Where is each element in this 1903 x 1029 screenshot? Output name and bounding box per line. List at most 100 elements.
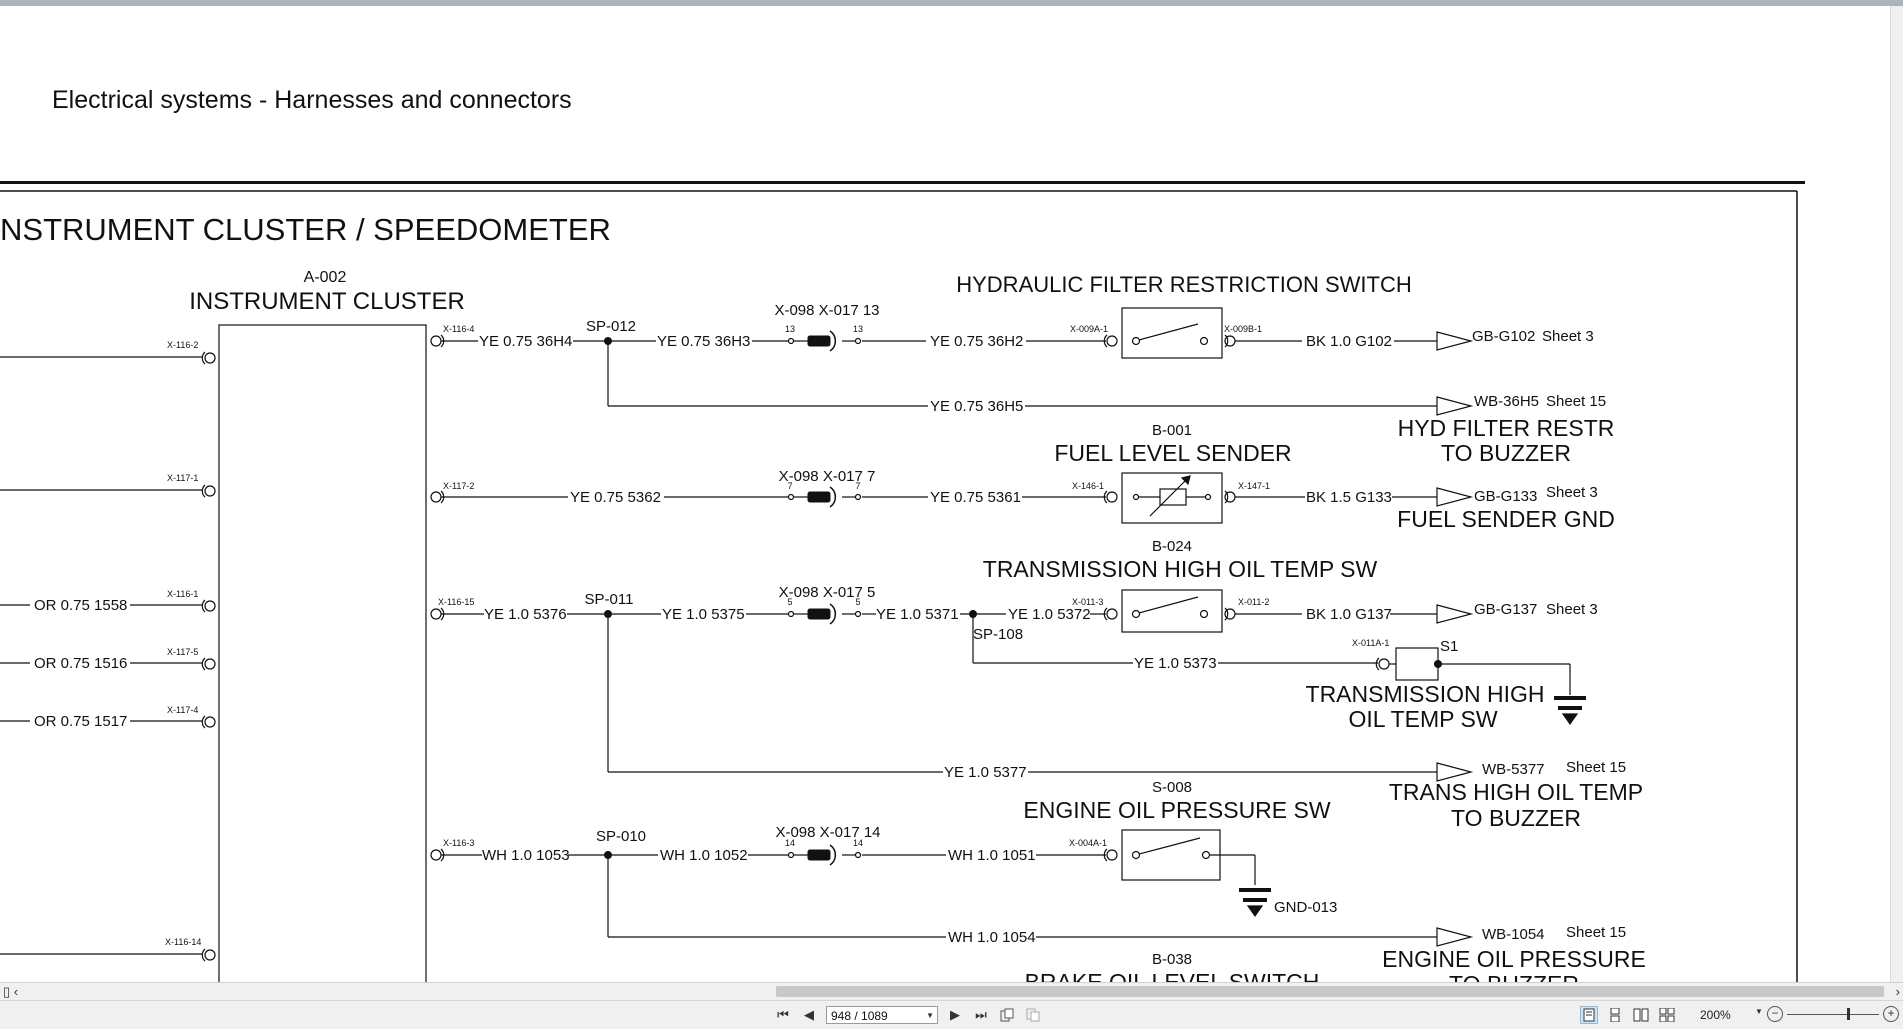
component-id: S1 bbox=[1440, 638, 1458, 655]
scrollbar-thumb[interactable] bbox=[776, 986, 1884, 997]
pin-label: X-116-2 bbox=[167, 340, 198, 350]
destination-label: GB-G133 bbox=[1474, 488, 1537, 505]
connector-pin: 5 bbox=[855, 597, 860, 607]
wire-label: YE 0.75 36H3 bbox=[657, 333, 750, 350]
next-page-icon[interactable]: ▶ bbox=[950, 1007, 960, 1022]
cluster-id: A-002 bbox=[304, 269, 347, 286]
connector-pin: 13 bbox=[785, 324, 795, 334]
splice-label: SP-010 bbox=[596, 828, 646, 845]
document-viewport[interactable]: Electrical systems - Harnesses and conne… bbox=[0, 6, 1903, 982]
component-name: BRAKE OIL LEVEL SWITCH bbox=[1025, 969, 1320, 995]
pin-label: X-146-1 bbox=[1072, 481, 1104, 491]
page-title: Electrical systems - Harnesses and conne… bbox=[52, 86, 572, 114]
wire-label: WH 1.0 1054 bbox=[948, 929, 1036, 946]
two-page-continuous-icon[interactable] bbox=[1658, 1006, 1676, 1024]
destination-label: GB-G137 bbox=[1474, 601, 1537, 618]
wire-label: YE 1.0 5377 bbox=[944, 764, 1027, 781]
component-id: B-024 bbox=[1152, 538, 1192, 555]
wire-label: YE 0.75 36H5 bbox=[930, 398, 1023, 415]
destination-description: HYD FILTER RESTR bbox=[1398, 415, 1615, 441]
first-page-icon[interactable]: ⏮ bbox=[777, 1007, 789, 1022]
pin-label: X-117-2 bbox=[443, 481, 474, 491]
destination-description: FUEL SENDER GND bbox=[1397, 506, 1615, 532]
connector-pin: 14 bbox=[785, 838, 795, 848]
page-number-input[interactable]: 948 / 1089 ▼ bbox=[826, 1006, 938, 1024]
pin-label: X-147-1 bbox=[1238, 481, 1270, 491]
connector-label: X-098 X-017 5 bbox=[779, 584, 876, 601]
connector-pin: 13 bbox=[853, 324, 863, 334]
scroll-right-icon[interactable]: › bbox=[1895, 984, 1900, 999]
pin-label: X-116-4 bbox=[443, 324, 474, 334]
two-page-icon[interactable] bbox=[1632, 1006, 1650, 1024]
component-name: TRANSMISSION HIGH bbox=[1306, 681, 1545, 707]
connector-label: X-098 X-017 13 bbox=[774, 302, 879, 319]
component-id: B-038 bbox=[1152, 951, 1192, 968]
prev-page-icon[interactable]: ◀ bbox=[804, 1007, 814, 1022]
pin-label: X-116-3 bbox=[443, 838, 474, 848]
splice-label: SP-108 bbox=[973, 626, 1023, 643]
connector-pin: 5 bbox=[787, 597, 792, 607]
zoom-in-icon[interactable]: + bbox=[1883, 1006, 1899, 1022]
last-page-icon[interactable]: ⏭ bbox=[975, 1007, 987, 1022]
wire-label: OR 0.75 1516 bbox=[34, 655, 127, 672]
destination-label: WB-36H5 bbox=[1474, 393, 1539, 410]
destination-label: GB-G102 bbox=[1472, 328, 1535, 345]
component-name: OIL TEMP SW bbox=[1348, 706, 1497, 732]
zoom-level[interactable]: 200% bbox=[1700, 1008, 1731, 1022]
zoom-track[interactable] bbox=[1787, 1014, 1879, 1015]
zoom-out-icon[interactable]: − bbox=[1767, 1006, 1783, 1022]
chevron-down-icon[interactable]: ▼ bbox=[926, 1011, 934, 1020]
zoom-slider[interactable]: ▼ − + bbox=[1755, 1005, 1901, 1025]
paste-icon[interactable] bbox=[1024, 1006, 1042, 1024]
wire-label: YE 1.0 5372 bbox=[1008, 606, 1091, 623]
status-bar: ⏮ ◀ 948 / 1089 ▼ ▶ ⏭ 200% ▼ − bbox=[0, 1000, 1903, 1029]
wire-label: BK 1.0 G137 bbox=[1306, 606, 1392, 623]
splice-label: SP-012 bbox=[586, 318, 636, 335]
pin-label: X-011-3 bbox=[1072, 597, 1103, 607]
pin-label: X-011-2 bbox=[1238, 597, 1269, 607]
diagram-title: NSTRUMENT CLUSTER / SPEEDOMETER bbox=[0, 212, 611, 247]
destination-description: TO BUZZER bbox=[1441, 440, 1571, 466]
component-name: HYDRAULIC FILTER RESTRICTION SWITCH bbox=[956, 272, 1412, 297]
continuous-icon[interactable] bbox=[1606, 1006, 1624, 1024]
connector-pin: 7 bbox=[855, 481, 860, 491]
pin-label: X-116-1 bbox=[167, 589, 198, 599]
sheet-ref: Sheet 3 bbox=[1546, 484, 1598, 501]
wire-label: YE 1.0 5376 bbox=[484, 606, 567, 623]
component-name: ENGINE OIL PRESSURE SW bbox=[1023, 797, 1330, 823]
connector-pin: 7 bbox=[787, 481, 792, 491]
destination-description: TO BUZZER bbox=[1451, 805, 1581, 831]
splice-label: SP-011 bbox=[585, 591, 634, 608]
sheet-ref: Sheet 3 bbox=[1542, 328, 1594, 345]
view-mode-buttons bbox=[1580, 1006, 1676, 1024]
wire-label: YE 1.0 5373 bbox=[1134, 655, 1217, 672]
pin-label: X-117-5 bbox=[167, 647, 198, 657]
pin-label: X-117-4 bbox=[167, 705, 198, 715]
pin-label: X-009B-1 bbox=[1224, 324, 1262, 334]
pin-label: X-011A-1 bbox=[1352, 638, 1389, 648]
wire-label: WH 1.0 1051 bbox=[948, 847, 1036, 864]
window-top-bar bbox=[0, 0, 1903, 6]
sheet-ref: Sheet 15 bbox=[1566, 759, 1626, 776]
wire-label: WH 1.0 1053 bbox=[482, 847, 570, 864]
pin-label: X-004A-1 bbox=[1069, 838, 1107, 848]
destination-label: WB-5377 bbox=[1482, 761, 1545, 778]
vertical-scrollbar[interactable] bbox=[1890, 6, 1903, 982]
zoom-thumb[interactable] bbox=[1847, 1008, 1850, 1020]
single-page-icon[interactable] bbox=[1580, 1006, 1598, 1024]
zoom-dropdown-icon[interactable]: ▼ bbox=[1755, 1007, 1763, 1016]
component-id: B-001 bbox=[1152, 422, 1192, 439]
component-name: TRANSMISSION HIGH OIL TEMP SW bbox=[983, 556, 1378, 582]
horizontal-scrollbar[interactable]: ▯ ‹ › bbox=[0, 982, 1903, 1000]
pin-label: X-009A-1 bbox=[1070, 324, 1108, 334]
wire-label: WH 1.0 1052 bbox=[660, 847, 748, 864]
wire-label: YE 0.75 5362 bbox=[570, 489, 661, 506]
wire-label: YE 0.75 36H2 bbox=[930, 333, 1023, 350]
wire-label: BK 1.5 G133 bbox=[1306, 489, 1392, 506]
wire-label: OR 0.75 1517 bbox=[34, 713, 127, 730]
destination-description: ENGINE OIL PRESSURE bbox=[1382, 946, 1646, 972]
wire-label: YE 0.75 36H4 bbox=[479, 333, 572, 350]
copy-icon[interactable] bbox=[998, 1006, 1016, 1024]
scroll-left-icon[interactable]: ▯ ‹ bbox=[3, 984, 19, 999]
